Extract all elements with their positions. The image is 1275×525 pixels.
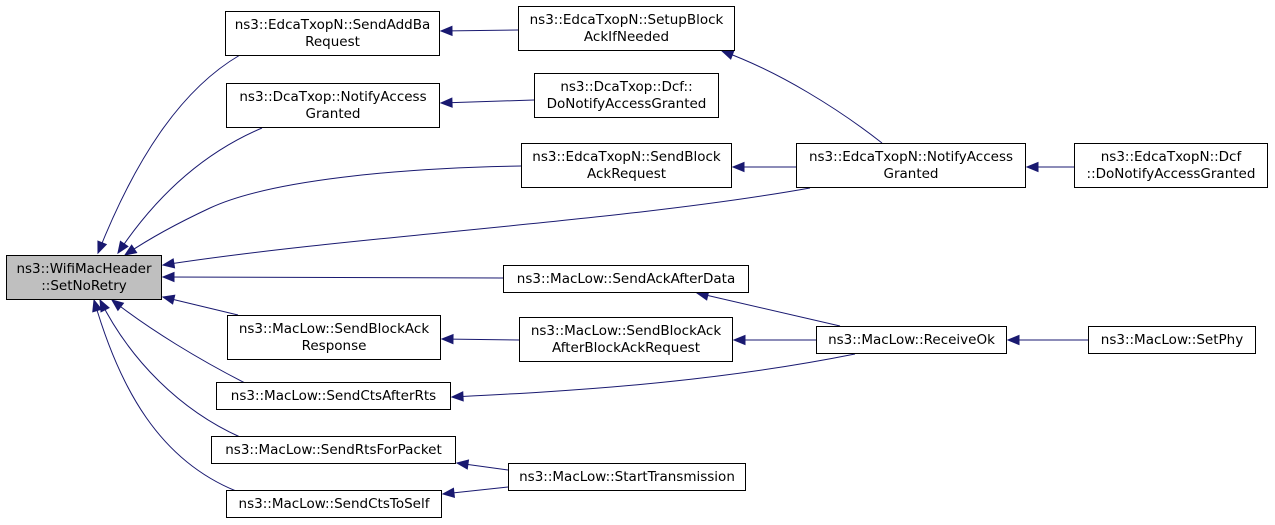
edge-n5-to-n0 — [124, 165, 522, 256]
arrowhead-n16-to-n0 — [92, 298, 103, 313]
root-function-node: ns3::WifiMacHeader ::SetNoRetry — [6, 255, 162, 300]
function-node-n14[interactable]: ns3::MacLow::SendRtsForPacket — [211, 436, 456, 464]
arrowhead-n9-to-n0 — [161, 294, 176, 305]
edge-n11-to-n13 — [451, 353, 856, 398]
edge-n16-to-n0 — [93, 299, 237, 492]
function-node-label: ns3::MacLow::SetPhy — [1100, 331, 1244, 348]
function-node-n15[interactable]: ns3::MacLow::StartTransmission — [508, 463, 746, 491]
arrowhead-n7-to-n6 — [1025, 161, 1039, 173]
function-node-label: ns3::MacLow::ReceiveOk — [828, 331, 995, 348]
edge-n8-to-n0 — [162, 276, 504, 279]
function-node-label: ns3::MacLow::SendBlockAck Response — [238, 320, 430, 354]
arrowhead-n15-to-n14 — [455, 459, 470, 470]
function-node-n9[interactable]: ns3::MacLow::SendBlockAck Response — [227, 315, 441, 360]
arrowhead-n6-to-n2 — [720, 50, 735, 60]
arrowhead-n2-to-n1 — [439, 25, 453, 37]
arrowhead-n4-to-n3 — [439, 97, 453, 108]
function-node-label: ns3::EdcaTxopN::NotifyAccess Granted — [808, 148, 1014, 182]
edge-n3-to-n0 — [117, 127, 263, 254]
function-node-n10[interactable]: ns3::MacLow::SendBlockAck AfterBlockAckR… — [519, 317, 733, 362]
edge-n11-to-n8 — [696, 292, 841, 327]
function-node-n11[interactable]: ns3::MacLow::ReceiveOk — [816, 326, 1007, 354]
function-node-label: ns3::EdcaTxopN::Dcf ::DoNotifyAccessGran… — [1086, 148, 1256, 182]
function-node-n6[interactable]: ns3::EdcaTxopN::NotifyAccess Granted — [796, 143, 1026, 188]
function-node-n1[interactable]: ns3::EdcaTxopN::SendAddBa Request — [225, 11, 440, 56]
function-node-n3[interactable]: ns3::DcaTxop::NotifyAccess Granted — [226, 83, 440, 128]
function-node-n2[interactable]: ns3::EdcaTxopN::SetupBlock AckIfNeeded — [518, 6, 735, 51]
function-node-n12[interactable]: ns3::MacLow::SetPhy — [1088, 326, 1256, 354]
function-node-label: ns3::MacLow::StartTransmission — [519, 468, 735, 485]
edge-n10-to-n9 — [441, 338, 520, 341]
arrowhead-n3-to-n0 — [117, 240, 129, 255]
arrowhead-n6-to-n0 — [161, 258, 176, 269]
edge-n6-to-n2 — [721, 50, 883, 144]
function-node-label: ns3::EdcaTxopN::SetupBlock AckIfNeeded — [529, 11, 724, 45]
edge-n6-to-n0 — [162, 187, 811, 266]
arrowhead-n6-to-n5 — [731, 161, 745, 173]
function-node-label: ns3::MacLow::SendRtsForPacket — [225, 441, 442, 458]
function-node-label: ns3::DcaTxop::NotifyAccess Granted — [239, 88, 427, 122]
arrowhead-n1-to-n0 — [97, 240, 108, 255]
arrowhead-n11-to-n13 — [450, 391, 464, 402]
arrowhead-n15-to-n16 — [441, 487, 455, 498]
function-node-label: ns3::MacLow::SendAckAfterData — [516, 270, 736, 287]
function-node-n4[interactable]: ns3::DcaTxop::Dcf:: DoNotifyAccessGrante… — [534, 73, 719, 118]
arrowhead-n13-to-n0 — [110, 299, 125, 312]
function-node-label: ns3::EdcaTxopN::SendBlock AckRequest — [532, 148, 721, 182]
function-node-label: ns3::MacLow::SendCtsAfterRts — [230, 387, 437, 404]
edge-n4-to-n3 — [440, 99, 535, 104]
arrowhead-n8-to-n0 — [161, 271, 175, 283]
function-node-n16[interactable]: ns3::MacLow::SendCtsToSelf — [226, 490, 442, 518]
arrowhead-n11-to-n10 — [732, 334, 746, 346]
arrowhead-n14-to-n0 — [99, 298, 110, 313]
function-node-n13[interactable]: ns3::MacLow::SendCtsAfterRts — [216, 382, 451, 410]
edge-n13-to-n0 — [111, 299, 246, 384]
edge-n1-to-n0 — [97, 54, 241, 254]
function-node-label: ns3::WifiMacHeader ::SetNoRetry — [16, 260, 152, 294]
edge-n2-to-n1 — [440, 29, 519, 32]
function-node-n8[interactable]: ns3::MacLow::SendAckAfterData — [503, 265, 749, 293]
arrowhead-n12-to-n11 — [1006, 334, 1020, 346]
function-node-label: ns3::DcaTxop::Dcf:: DoNotifyAccessGrante… — [546, 78, 707, 112]
function-node-label: ns3::MacLow::SendBlockAck AfterBlockAckR… — [530, 322, 722, 356]
function-node-n7[interactable]: ns3::EdcaTxopN::Dcf ::DoNotifyAccessGran… — [1074, 143, 1268, 188]
arrowhead-n5-to-n0 — [123, 244, 138, 256]
edge-n9-to-n0 — [162, 296, 239, 316]
edge-n14-to-n0 — [99, 299, 241, 438]
arrowhead-n10-to-n9 — [440, 333, 454, 345]
function-node-label: ns3::MacLow::SendCtsToSelf — [238, 495, 430, 512]
function-node-n5[interactable]: ns3::EdcaTxopN::SendBlock AckRequest — [521, 143, 732, 188]
function-node-label: ns3::EdcaTxopN::SendAddBa Request — [234, 16, 431, 50]
